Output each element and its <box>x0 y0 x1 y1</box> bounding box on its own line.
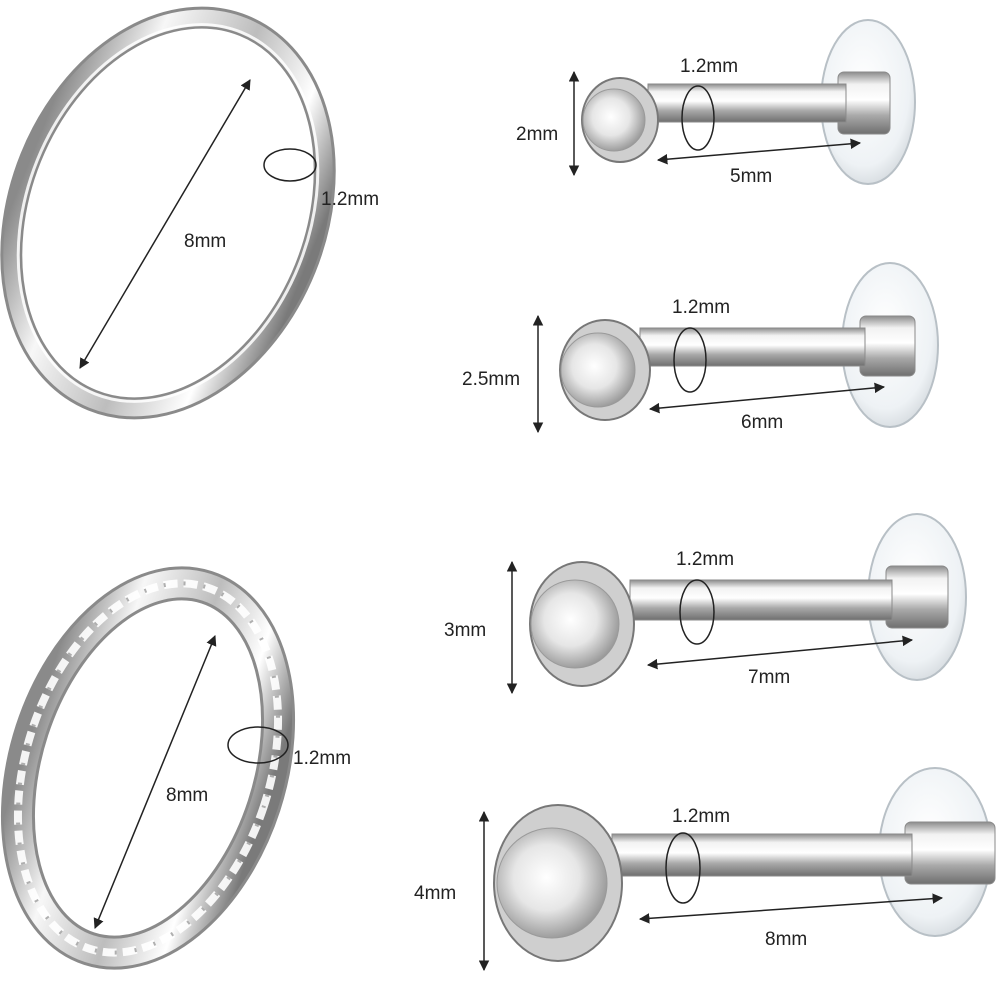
gem-size-label: 3mm <box>444 620 486 641</box>
plain-hoop: 8mm 1.2mm <box>0 6 379 420</box>
length-label: 8mm <box>765 929 807 950</box>
gem-size-label: 4mm <box>414 883 456 904</box>
crystal-gem-icon <box>496 827 608 939</box>
stud-4: 4mm 1.2mm 8mm <box>414 767 996 972</box>
stud-1: 2mm 1.2mm 5mm <box>516 19 916 187</box>
crystal-gem-icon <box>560 332 636 408</box>
gem-size-label: 2mm <box>516 124 558 145</box>
cz-hoop-ring-icon <box>0 566 296 970</box>
length-arrow <box>646 635 914 670</box>
gauge-marker-icon <box>681 85 715 151</box>
gauge-label: 1.2mm <box>672 297 730 318</box>
crystal-gem-icon <box>582 88 646 152</box>
length-label: 6mm <box>741 412 783 433</box>
diameter-arrow <box>93 635 217 929</box>
diameter-label: 8mm <box>184 231 226 252</box>
gauge-label: 1.2mm <box>680 56 738 77</box>
cz-hoop: 8mm 1.2mm <box>0 566 351 970</box>
hoop-ring-icon <box>0 6 336 420</box>
gauge-label: 1.2mm <box>672 806 730 827</box>
gem-size-label: 2.5mm <box>462 369 520 390</box>
thickness-label: 1.2mm <box>321 189 379 210</box>
diameter-arrow <box>79 79 251 369</box>
stud-3: 3mm 1.2mm 7mm <box>444 513 967 695</box>
crystal-gem-icon <box>530 579 620 669</box>
gauge-marker-icon <box>679 579 715 645</box>
length-arrow <box>638 893 944 924</box>
diameter-label: 8mm <box>166 785 208 806</box>
stud-2: 2.5mm 1.2mm 6mm <box>462 262 939 434</box>
thickness-label: 1.2mm <box>293 748 351 769</box>
thickness-marker-icon <box>227 726 289 764</box>
gauge-label: 1.2mm <box>676 549 734 570</box>
length-arrow <box>648 382 886 414</box>
length-arrow <box>656 138 862 165</box>
gauge-marker-icon <box>665 832 701 904</box>
length-label: 5mm <box>730 166 772 187</box>
length-label: 7mm <box>748 667 790 688</box>
gauge-marker-icon <box>673 327 707 393</box>
thickness-marker-icon <box>263 148 317 182</box>
